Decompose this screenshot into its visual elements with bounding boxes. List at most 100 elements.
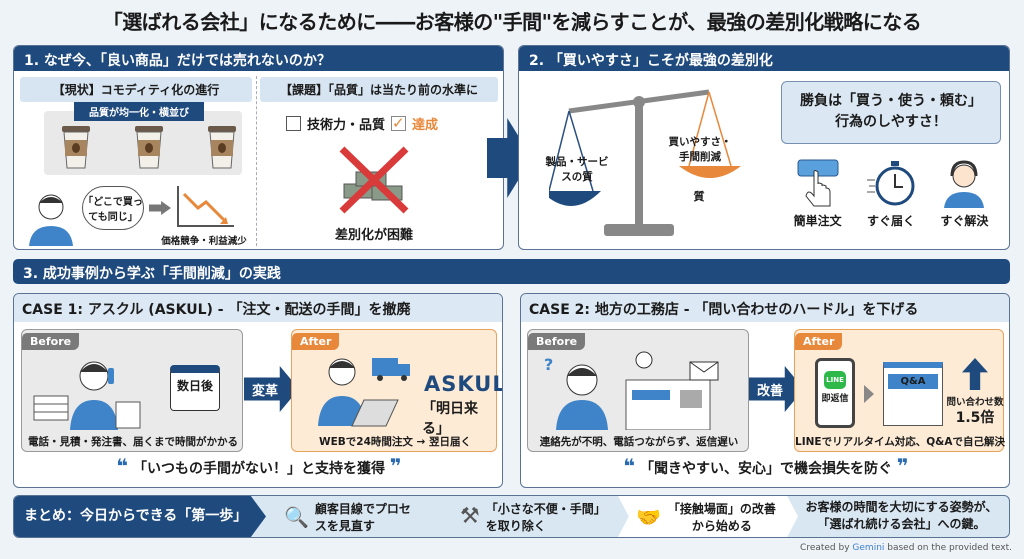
quote-text: 「いつもの手間がない！」と支持を獲得 xyxy=(133,461,385,477)
after-tag: After xyxy=(292,333,340,350)
tap-icon xyxy=(797,159,839,207)
before-tag: Before xyxy=(528,333,586,350)
coffee-cup-icons xyxy=(59,124,239,170)
summary-conclusion: お客様の時間を大切にする姿勢が、 「選ばれ続ける会社」への鍵。 xyxy=(794,499,1009,533)
coffee-cup-icon xyxy=(208,126,236,169)
divider xyxy=(256,76,257,246)
case-2-panel: CASE 2: 地方の工務店 - 「問い合わせのハードル」を下げる Before… xyxy=(520,293,1010,488)
ease-icons: 簡単注文 すぐ届く すぐ解決 xyxy=(781,158,1001,229)
section-2-panel: 2. 「買いやすさ」こそが最強の差別化 製品・サービスの質 買いやすさ・手間削減… xyxy=(518,45,1010,250)
credit-suffix: based on the provided text. xyxy=(884,543,1012,553)
quote-open-icon: ❝ xyxy=(623,454,636,478)
checked-label: 達成 xyxy=(412,118,439,133)
summary-step-2: ⚒「小さな不便・手間」を取り除く xyxy=(442,496,622,537)
right-pan-sublabel: 質 xyxy=(693,190,705,203)
confused-person-website-icon: ? xyxy=(544,351,719,430)
up-arrow-icon xyxy=(962,358,988,390)
before-caption: 電話・見積・発注書、届くまで時間がかかる xyxy=(28,436,238,448)
issue-subtitle: 【課題】「品質」は当たり前の水準に xyxy=(260,77,498,102)
ease-item: 簡単注文 xyxy=(794,158,842,229)
phone-icon: LINE 即返信 xyxy=(815,358,855,428)
callout-line-2: 行為のしやすさ！ xyxy=(835,114,947,130)
step-text: 「接触場面」の改善から始める xyxy=(667,501,776,533)
person-laptop-truck-icon xyxy=(318,358,410,427)
section-3-header: 3. 成功事例から学ぶ「手間削減」の実践 xyxy=(13,259,1010,284)
checkbox-empty-icon xyxy=(286,116,301,131)
checkbox-row: 技術力・品質 ✓ 達成 xyxy=(286,114,438,133)
summary-bar: まとめ：今日からできる「第一歩」 🔍顧客目線でプロセスを見直す ⚒「小さな不便・… xyxy=(13,495,1010,538)
declining-chart-icon xyxy=(177,186,234,227)
summary-step-3: 🤝「接触場面」の改善から始める xyxy=(618,496,798,537)
magnifier-chart-icon: 🔍 xyxy=(284,504,309,529)
after-caption: WEBで24時間注文 → 翌日届く xyxy=(319,436,471,448)
coffee-cup-icon xyxy=(135,126,163,169)
before-tag: Before xyxy=(22,333,80,350)
quote-text: 「聞きやすい、安心」で機会損失を防ぐ xyxy=(640,461,892,477)
before-caption: 連絡先が不明、電話つながらず、返信遅い xyxy=(539,436,739,448)
ease-label: 簡単注文 xyxy=(793,214,842,228)
askul-logo: ASKUL xyxy=(424,372,503,396)
left-pan-label: 製品・サービスの質 xyxy=(545,156,609,183)
callout-box: 勝負は「買う・使う・頼む」 行為のしやすさ！ xyxy=(781,81,1001,144)
checkbox-label: 技術力・品質 xyxy=(307,118,386,133)
after-caption: LINEでリアルタイム対応、Q&Aで自己解決 xyxy=(795,436,1005,448)
credit-text: Created by Gemini based on the provided … xyxy=(800,543,1012,553)
step-text: 「小さな不便・手間」を取り除く xyxy=(485,501,600,533)
handshake-icon: 🤝 xyxy=(636,504,661,529)
metric-value: 1.5倍 xyxy=(955,410,995,426)
case-1-quote: ❝ 「いつもの手間がない！」と支持を獲得 ❞ xyxy=(14,454,502,478)
metric-label: 問い合わせ数 xyxy=(946,397,1004,408)
case-1-panel: CASE 1: アスクル (ASKUL) - 「注文・配送の手間」を撤廃 Bef… xyxy=(13,293,503,488)
line-badge: LINE xyxy=(824,371,846,389)
ease-item: すぐ届く xyxy=(866,158,915,229)
case-1-after: After ASKUL 「明日来る」 WEBで24時間注文 → 翌日届く xyxy=(291,329,502,452)
section-1-panel: 1. なぜ今、「良い商品」だけでは売れないのか？ 【現状】コモディティ化の進行 … xyxy=(13,45,504,250)
section-2-header: 2. 「買いやすさ」こそが最強の差別化 xyxy=(519,46,1009,71)
case-2-before: Before ? 連絡先が不明、電話つながらず、返信遅い xyxy=(527,329,749,452)
section-1-header: 1. なぜ今、「良い商品」だけでは売れないのか？ xyxy=(14,46,503,71)
support-agent-icon xyxy=(944,160,985,208)
summary-step-1: 🔍顧客目線でプロセスを見直す xyxy=(266,496,446,537)
askul-slogan: 「明日来る」 xyxy=(422,401,478,437)
uniform-ribbon: 品質が均一化・横並び xyxy=(74,102,204,121)
chart-caption: 価格競争・利益減少 xyxy=(161,236,247,247)
quote-close-icon: ❞ xyxy=(896,454,909,478)
credit-brand: Gemini xyxy=(852,543,885,553)
qa-label: Q&A xyxy=(888,374,938,389)
thinking-person-icon xyxy=(29,194,73,246)
person-on-phone-icon xyxy=(33,361,141,430)
status-subtitle: 【現状】コモディティ化の進行 xyxy=(20,77,252,102)
checkbox-checked-icon: ✓ xyxy=(391,114,407,132)
case-2-quote: ❝ 「聞きやすい、安心」で機会損失を防ぐ ❞ xyxy=(521,454,1009,478)
money-crossed-icon xyxy=(339,146,409,214)
ease-label: すぐ届く xyxy=(866,214,915,228)
callout-line-1: 勝負は「買う・使う・頼む」 xyxy=(800,93,982,109)
ease-label: すぐ解決 xyxy=(940,214,989,228)
svg-text:?: ? xyxy=(544,355,553,374)
summary-label: まとめ：今日からできる「第一歩」 xyxy=(14,496,266,537)
credit-prefix: Created by xyxy=(800,543,853,553)
after-tag: After xyxy=(795,333,843,350)
thought-bubble: 「どこで買っても同じ」 xyxy=(82,186,144,230)
quote-open-icon: ❝ xyxy=(116,454,129,478)
calendar-icon: 数日後 xyxy=(170,365,220,411)
case-1-before: Before 数日後 電話・見積・発注書、届くまで時間がかかる xyxy=(21,329,243,452)
phone-label: 即返信 xyxy=(821,394,849,404)
case-2-after: After LINE 即返信 Q&A 問い合わせ数 1.5倍 LINEでリアルタ… xyxy=(794,329,1005,452)
page-title: 「選ばれる会社」になるために――お客様の"手間"を減らすことが、最強の差別化戦略… xyxy=(102,10,922,34)
qa-page-icon: Q&A xyxy=(883,362,943,426)
ease-item: すぐ解決 xyxy=(940,158,988,229)
balance-scale-icon xyxy=(549,89,741,236)
tools-icon: ⚒ xyxy=(460,504,480,529)
step-text: 顧客目線でプロセスを見直す xyxy=(314,501,411,533)
right-arrow-icon xyxy=(149,201,171,215)
conclusion-line-2: 「選ばれ続ける会社」への鍵。 xyxy=(817,517,986,531)
case-2-title: CASE 2: 地方の工務店 - 「問い合わせのハードル」を下げる xyxy=(521,294,1009,322)
quote-close-icon: ❞ xyxy=(389,454,402,478)
coffee-cup-icon xyxy=(62,126,90,169)
stopwatch-icon xyxy=(866,161,915,206)
case-1-title: CASE 1: アスクル (ASKUL) - 「注文・配送の手間」を撤廃 xyxy=(14,294,502,322)
play-arrow-icon xyxy=(864,385,874,403)
difficulty-caption: 差別化が困難 xyxy=(334,228,413,243)
right-pan-label: 買いやすさ・手間削減 xyxy=(668,136,732,163)
